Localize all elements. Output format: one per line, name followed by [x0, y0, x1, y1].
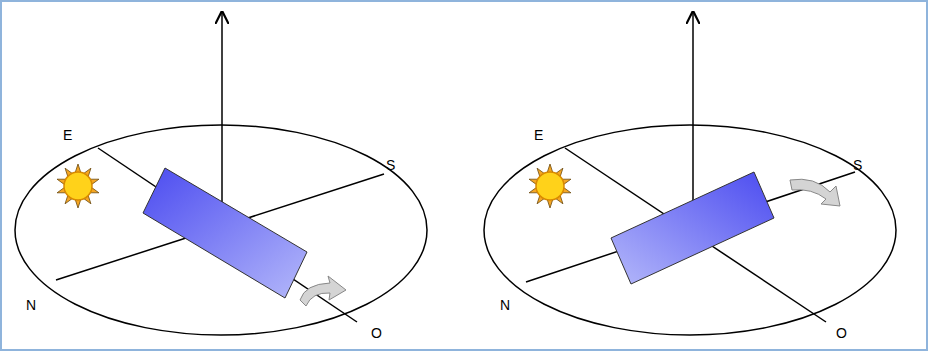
east-west-line — [565, 148, 826, 322]
compass-letter: E — [63, 128, 72, 142]
right-scene — [484, 12, 896, 335]
left-scene — [15, 12, 427, 335]
sun — [529, 164, 571, 208]
sun-disc — [536, 172, 564, 200]
compass-letter: N — [500, 298, 510, 312]
rotation-arrow — [300, 276, 346, 306]
vertical-axis — [221, 12, 223, 232]
solar-panel — [611, 172, 774, 284]
vertical-axis — [692, 12, 694, 232]
compass-letter: S — [386, 158, 395, 172]
horizon — [484, 125, 896, 335]
compass-letter: E — [534, 128, 543, 142]
rotation-arrow — [790, 179, 840, 206]
sun — [57, 164, 99, 208]
east-west-line — [98, 148, 357, 322]
sun-disc — [64, 172, 92, 200]
compass-letter: N — [26, 298, 36, 312]
solar-panel — [143, 168, 307, 298]
horizon — [15, 125, 427, 335]
compass-letter: O — [371, 326, 382, 340]
compass-letter: S — [853, 158, 862, 172]
compass-letter: O — [836, 326, 847, 340]
